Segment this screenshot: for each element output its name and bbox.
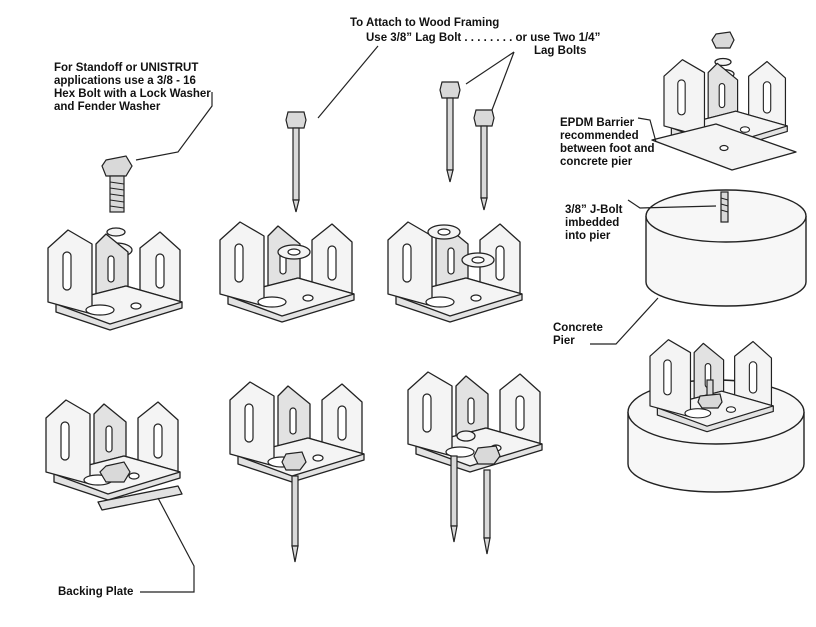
leader-lines (135, 45, 717, 593)
wood-framing-title: To Attach to Wood Framing (350, 17, 500, 29)
epdm-label-line-1: EPDM Barrier (560, 117, 635, 129)
foot-bracket-2 (219, 221, 355, 323)
lag-bolts-label: Lag Bolts (534, 45, 587, 57)
washer-3a (427, 224, 461, 240)
lag-bolt-6a (450, 430, 476, 543)
hex-nut-4 (99, 461, 131, 483)
foot-bracket-4 (45, 399, 181, 501)
lag-bolt-a (439, 81, 461, 183)
concrete-pier-label: Concrete Pier (553, 322, 603, 348)
epdm-label-line-2: recommended (560, 130, 639, 142)
standoff-label: For Standoff or UNISTRUT applications us… (54, 62, 211, 114)
backing-plate-label: Backing Plate (58, 586, 134, 598)
standoff-label-line-2: applications use a 3/8 - 16 (54, 75, 196, 87)
j-bolt-label-line-2: imbedded (565, 217, 620, 229)
j-bolt-label: 3/8” J-Bolt imbedded into pier (565, 204, 623, 243)
lag-bolt-5 (281, 451, 307, 563)
washer-2 (277, 244, 311, 260)
hex-bolt (101, 155, 133, 213)
lag-bolt-6b (473, 445, 501, 555)
standoff-label-line-1: For Standoff or UNISTRUT (54, 62, 199, 74)
washer-3b (461, 252, 495, 268)
j-bolt-label-line-1: 3/8” J-Bolt (565, 204, 623, 216)
concrete-pier-label-line-2: Pier (553, 335, 575, 347)
standoff-label-line-3: Hex Bolt with a Lock Washer (54, 88, 211, 100)
j-bolt-nut (697, 379, 723, 409)
foot-bracket-1 (47, 229, 183, 331)
j-bolt-label-line-3: into pier (565, 230, 611, 242)
epdm-label: EPDM Barrier recommended between foot an… (560, 117, 655, 169)
epdm-barrier (651, 123, 797, 171)
lag-bolt-single (285, 111, 307, 213)
standoff-label-line-4: and Fender Washer (54, 101, 161, 113)
lag-bolt-instruction: Use 3/8” Lag Bolt . . . . . . . . or use… (366, 32, 601, 44)
epdm-label-line-4: concrete pier (560, 156, 633, 168)
j-bolt (720, 191, 729, 223)
backing-plate (97, 485, 183, 511)
concrete-pier-label-line-1: Concrete (553, 322, 603, 334)
epdm-label-line-3: between foot and (560, 143, 655, 155)
lock-washer (106, 227, 126, 237)
lag-bolt-b (473, 109, 495, 211)
